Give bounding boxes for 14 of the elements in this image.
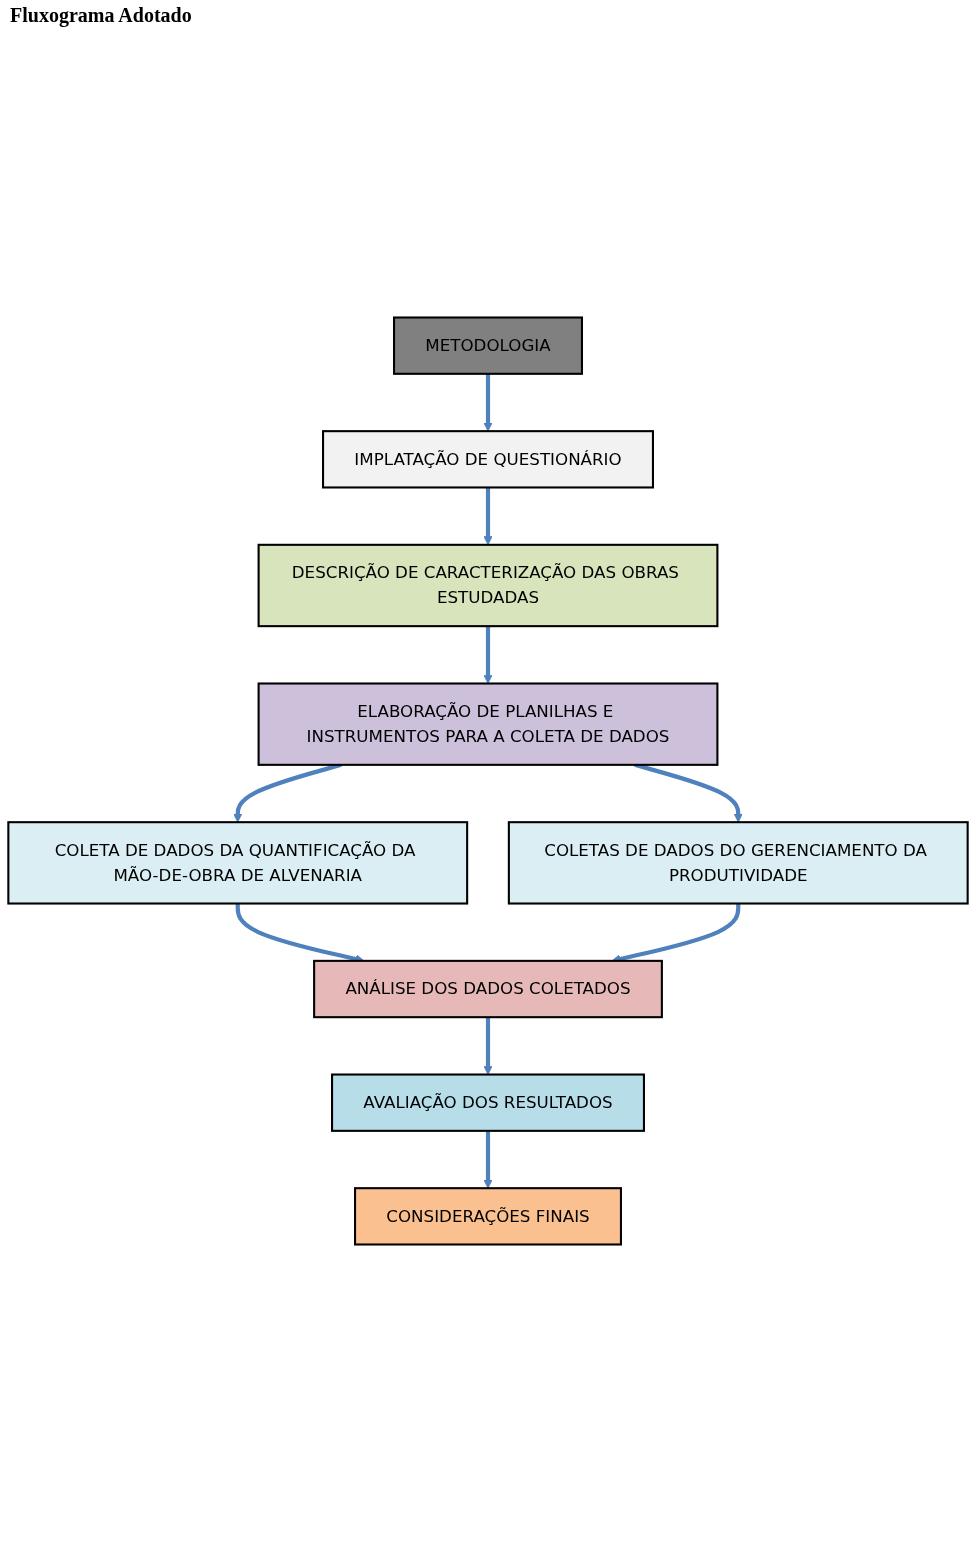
node-box: IMPLATAÇÃO DE QUESTIONÁRIO xyxy=(322,430,654,489)
diagram-title: Fluxograma Adotado xyxy=(10,4,193,27)
node-box: METODOLOGIA xyxy=(393,316,583,375)
node-box: CONSIDERAÇÕES FINAIS xyxy=(354,1187,622,1246)
arrow xyxy=(483,1130,493,1189)
node-box: COLETA DE DADOS DA QUANTIFICAÇÃO DA MÃO-DE-OBRA DE ALVENARIA xyxy=(7,821,469,905)
arrow xyxy=(483,626,493,684)
arrow xyxy=(483,1017,493,1075)
node-box: DESCRIÇÃO DE CARACTERIZAÇÃO DAS OBRAS ESTUDADAS xyxy=(257,543,719,628)
node-box: ELABORAÇÃO DE PLANILHAS E INSTRUMENTOS PARA A COLETA DE DADOS xyxy=(257,682,719,766)
node-box: AVALIAÇÃO DOS RESULTADOS xyxy=(331,1073,645,1132)
node-box: COLETAS DE DADOS DO GERENCIAMENTO DA PRODUTIVIDADE xyxy=(507,821,969,905)
arrow xyxy=(483,373,493,432)
node-box: ANÁLISE DOS DADOS COLETADOS xyxy=(313,959,663,1019)
